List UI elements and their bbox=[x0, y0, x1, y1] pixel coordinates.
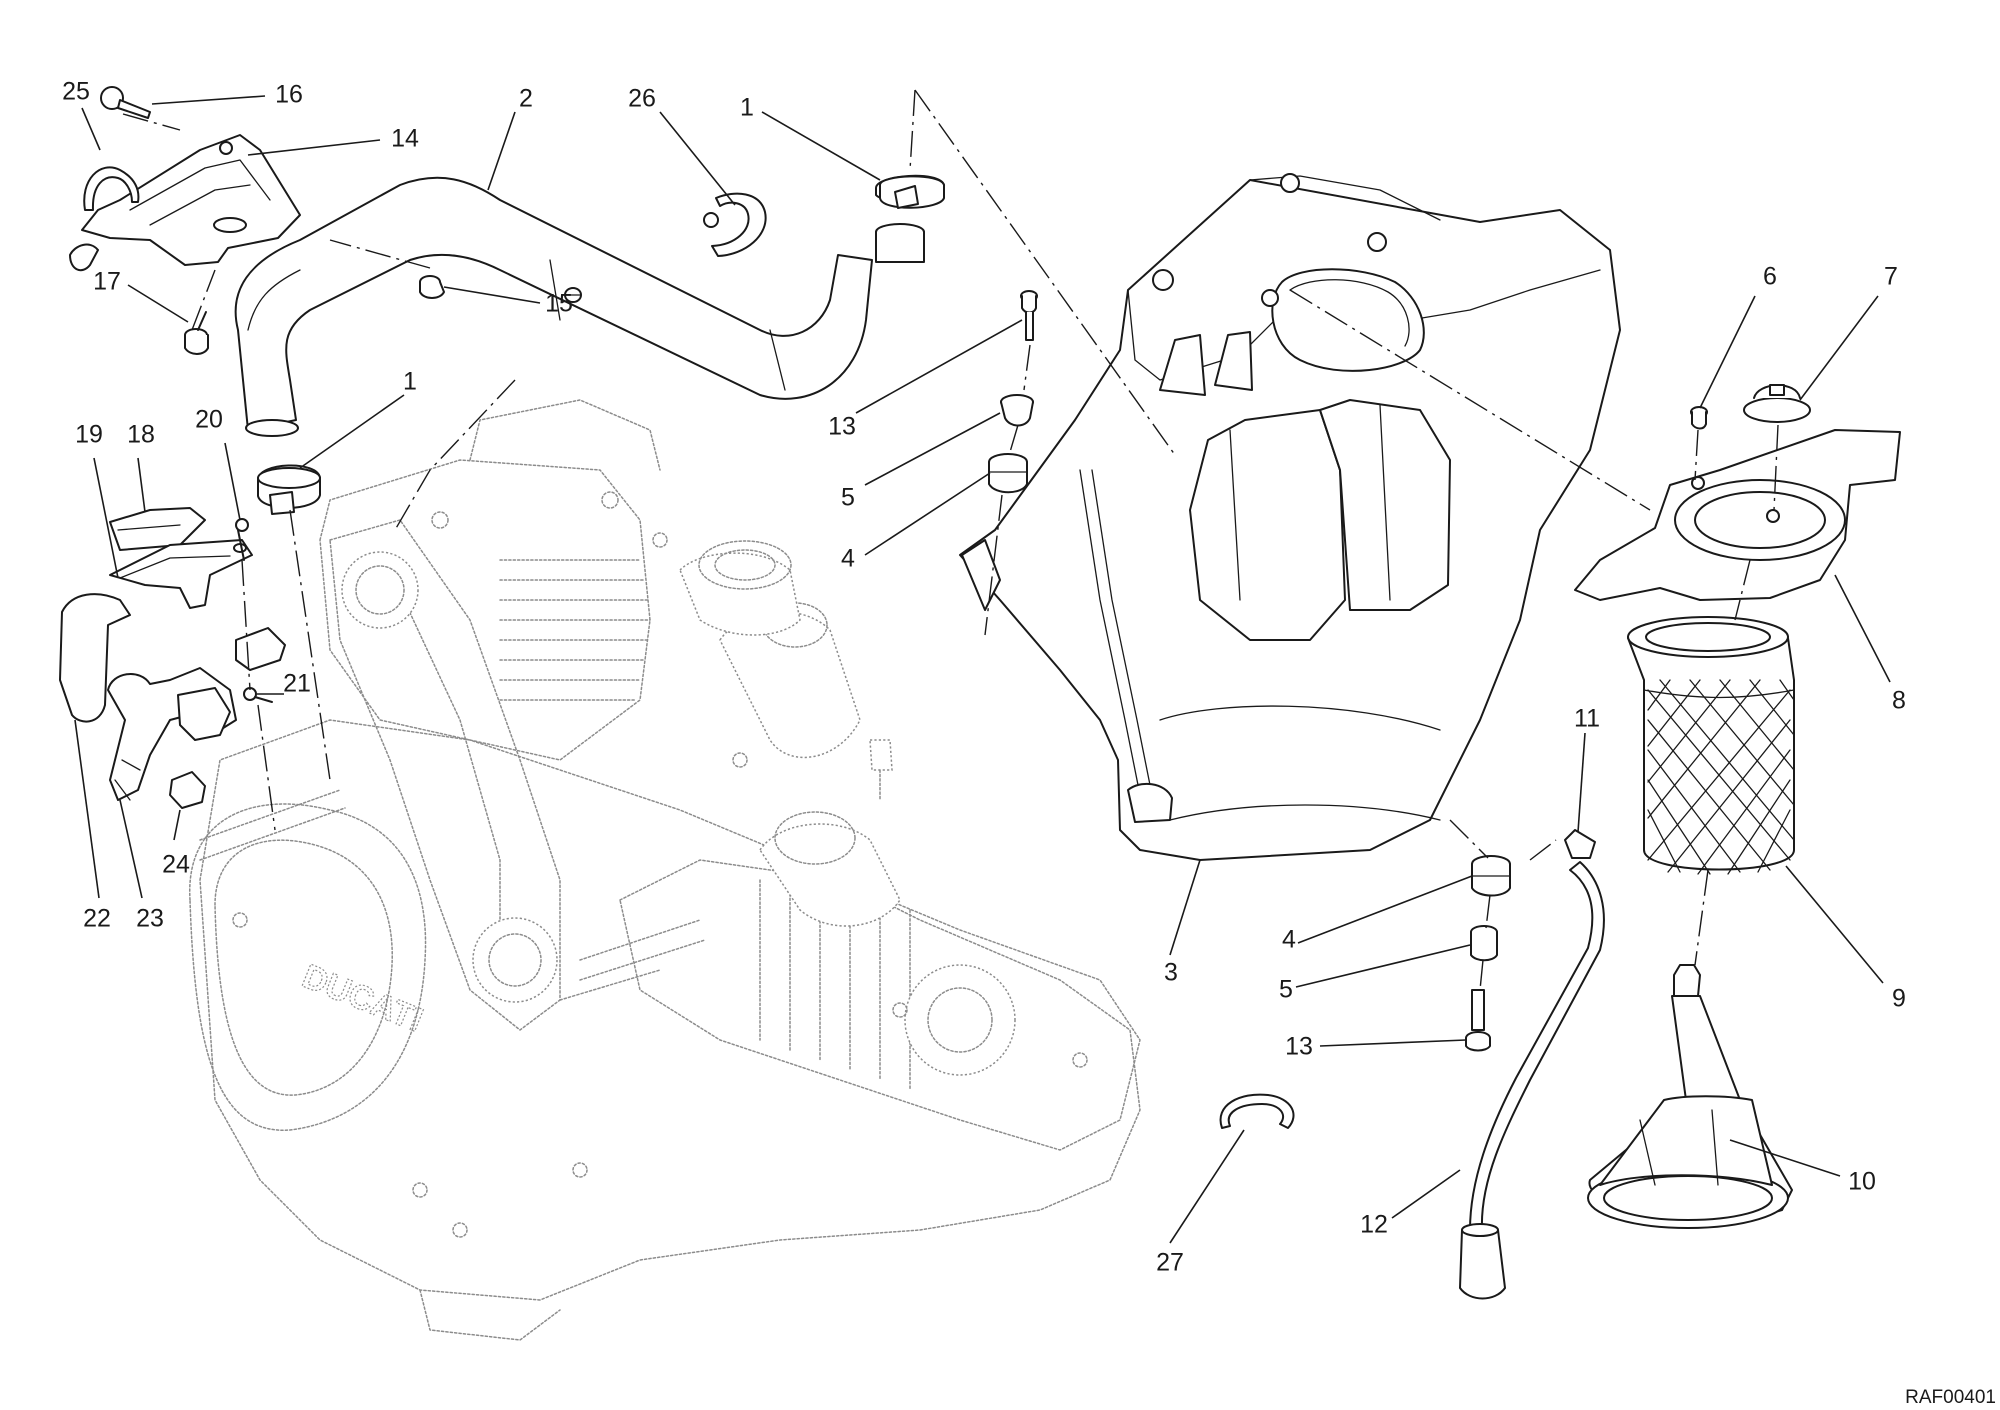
callout-2: 2 bbox=[519, 85, 533, 113]
drain-hose-12 bbox=[1459, 861, 1605, 1300]
grommet-4-lower bbox=[1471, 855, 1511, 897]
callout-7: 7 bbox=[1884, 263, 1898, 291]
circlip-27 bbox=[1219, 1093, 1295, 1129]
screw-6 bbox=[1690, 406, 1708, 430]
callout-16: 16 bbox=[275, 81, 303, 109]
grommet-4-upper bbox=[988, 453, 1028, 494]
bolt-16 bbox=[100, 86, 151, 119]
callout-13-lower: 13 bbox=[1285, 1033, 1313, 1061]
air-filter-element bbox=[1627, 616, 1795, 875]
callout-21: 21 bbox=[283, 670, 311, 698]
callout-13-upper: 13 bbox=[828, 413, 856, 441]
bracket-18-19 bbox=[109, 507, 253, 609]
callout-19: 19 bbox=[75, 421, 103, 449]
screw-20 bbox=[235, 518, 249, 561]
callout-labels: 25 16 14 2 26 1 17 15 1 19 18 20 21 22 2… bbox=[62, 78, 1906, 1277]
callout-15: 15 bbox=[545, 290, 573, 318]
callout-6: 6 bbox=[1763, 263, 1777, 291]
filter-cone-10 bbox=[1587, 964, 1793, 1229]
callout-8: 8 bbox=[1892, 687, 1906, 715]
callout-25: 25 bbox=[62, 78, 90, 106]
heat-shield-bracket bbox=[69, 134, 301, 272]
spacer-15 bbox=[419, 275, 445, 299]
callout-10: 10 bbox=[1848, 1168, 1876, 1196]
callout-1-lower: 1 bbox=[403, 368, 417, 396]
leader-lines bbox=[74, 95, 1891, 1244]
center-lines bbox=[122, 89, 1779, 991]
callout-4-lower: 4 bbox=[1282, 926, 1296, 954]
callout-26: 26 bbox=[628, 85, 656, 113]
wire-clip bbox=[83, 166, 140, 211]
callout-20: 20 bbox=[195, 406, 223, 434]
callout-17: 17 bbox=[93, 268, 121, 296]
connector-block bbox=[235, 627, 286, 671]
cover-22 bbox=[59, 593, 131, 723]
callout-5-lower: 5 bbox=[1279, 976, 1293, 1004]
grommet-17 bbox=[184, 311, 209, 355]
hose-clamp-lower bbox=[257, 464, 321, 515]
drawing-reference-code: RAF00401 bbox=[1905, 1387, 1996, 1408]
callout-5-upper: 5 bbox=[841, 484, 855, 512]
callout-3: 3 bbox=[1164, 959, 1178, 987]
callout-27: 27 bbox=[1156, 1249, 1184, 1277]
engine-cover-lettering: DUCATI bbox=[297, 957, 428, 1039]
filter-cover-plate bbox=[1574, 429, 1901, 601]
callout-9: 9 bbox=[1892, 985, 1906, 1013]
screw-21 bbox=[243, 687, 273, 703]
callout-23: 23 bbox=[136, 905, 164, 933]
callout-4-upper: 4 bbox=[841, 545, 855, 573]
hose-clip-11 bbox=[1564, 829, 1596, 859]
bolt-13-upper bbox=[1020, 290, 1038, 341]
callout-11: 11 bbox=[1574, 705, 1600, 733]
bolt-13-lower bbox=[1465, 989, 1491, 1052]
bush-5-upper bbox=[1000, 394, 1034, 427]
engine-outline: DUCATI bbox=[189, 399, 1141, 1341]
connector-block bbox=[177, 687, 231, 741]
callout-1-upper: 1 bbox=[740, 94, 754, 122]
callout-14: 14 bbox=[391, 125, 419, 153]
callout-22: 22 bbox=[83, 905, 111, 933]
cap-7 bbox=[1743, 384, 1811, 423]
hose-clamp-upper bbox=[875, 174, 945, 263]
callout-24: 24 bbox=[162, 851, 190, 879]
breather-hose bbox=[234, 176, 873, 437]
callout-12: 12 bbox=[1360, 1211, 1388, 1239]
airbox bbox=[959, 173, 1621, 861]
parts bbox=[59, 86, 1901, 1300]
callout-18: 18 bbox=[127, 421, 155, 449]
spring-clip bbox=[703, 192, 767, 257]
bush-5-lower bbox=[1470, 925, 1498, 962]
rubber-pad-24 bbox=[169, 771, 206, 809]
